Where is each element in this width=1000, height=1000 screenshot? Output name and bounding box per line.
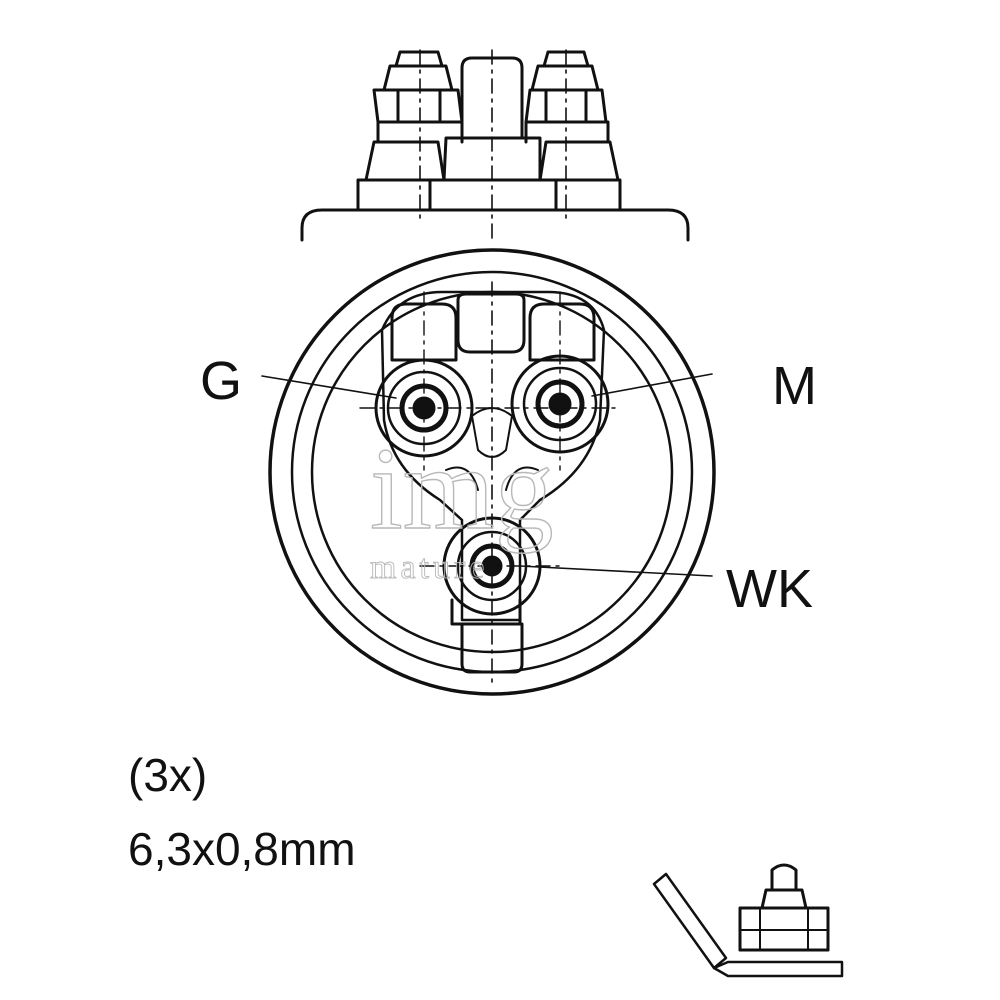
- connector-detail: [652, 863, 844, 978]
- connector-quantity: (3x): [128, 749, 208, 801]
- side-view: [300, 49, 690, 242]
- connector-size: 6,3x0,8mm: [128, 823, 356, 875]
- leader-m: [591, 373, 713, 397]
- leader-g: [261, 375, 397, 399]
- terminal-label-wk: WK: [726, 559, 813, 619]
- terminal-label-m: M: [772, 356, 817, 416]
- leader-wk: [519, 565, 713, 577]
- terminal-label-g: G: [200, 351, 243, 411]
- end-view: [261, 248, 716, 696]
